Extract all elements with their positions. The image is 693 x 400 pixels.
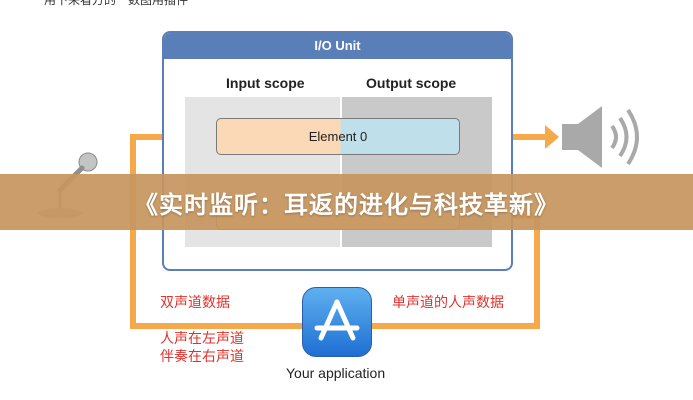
channel-layout-note: 人声在左声道 伴奏在右声道 (160, 330, 244, 366)
title-banner: 《实时监听：耳返的进化与科技革新》 (0, 174, 693, 230)
output-scope-label: Output scope (366, 75, 457, 91)
app-store-icon[interactable] (302, 287, 372, 357)
app-store-glyph-icon (314, 299, 360, 341)
your-application-label: Your application (286, 365, 386, 381)
element-0-bar: Element 0 (216, 118, 460, 155)
channel-layout-line-2: 伴奏在右声道 (160, 349, 244, 365)
input-scope-label: Input scope (226, 75, 305, 91)
speaker-icon (562, 106, 639, 168)
stereo-data-label: 双声道数据 (160, 295, 230, 311)
banner-title: 《实时监听：耳返的进化与科技革新》 (134, 190, 559, 219)
channel-layout-line-1: 人声在左声道 (160, 331, 244, 347)
io-unit-title: I/O Unit (164, 33, 511, 59)
output-arrowhead (545, 125, 559, 149)
element-0-label: Element 0 (308, 129, 368, 144)
top-caption: 用下来看方的一数图用插件 (44, 0, 189, 7)
mono-vocal-data-label: 单声道的人声数据 (392, 295, 504, 311)
